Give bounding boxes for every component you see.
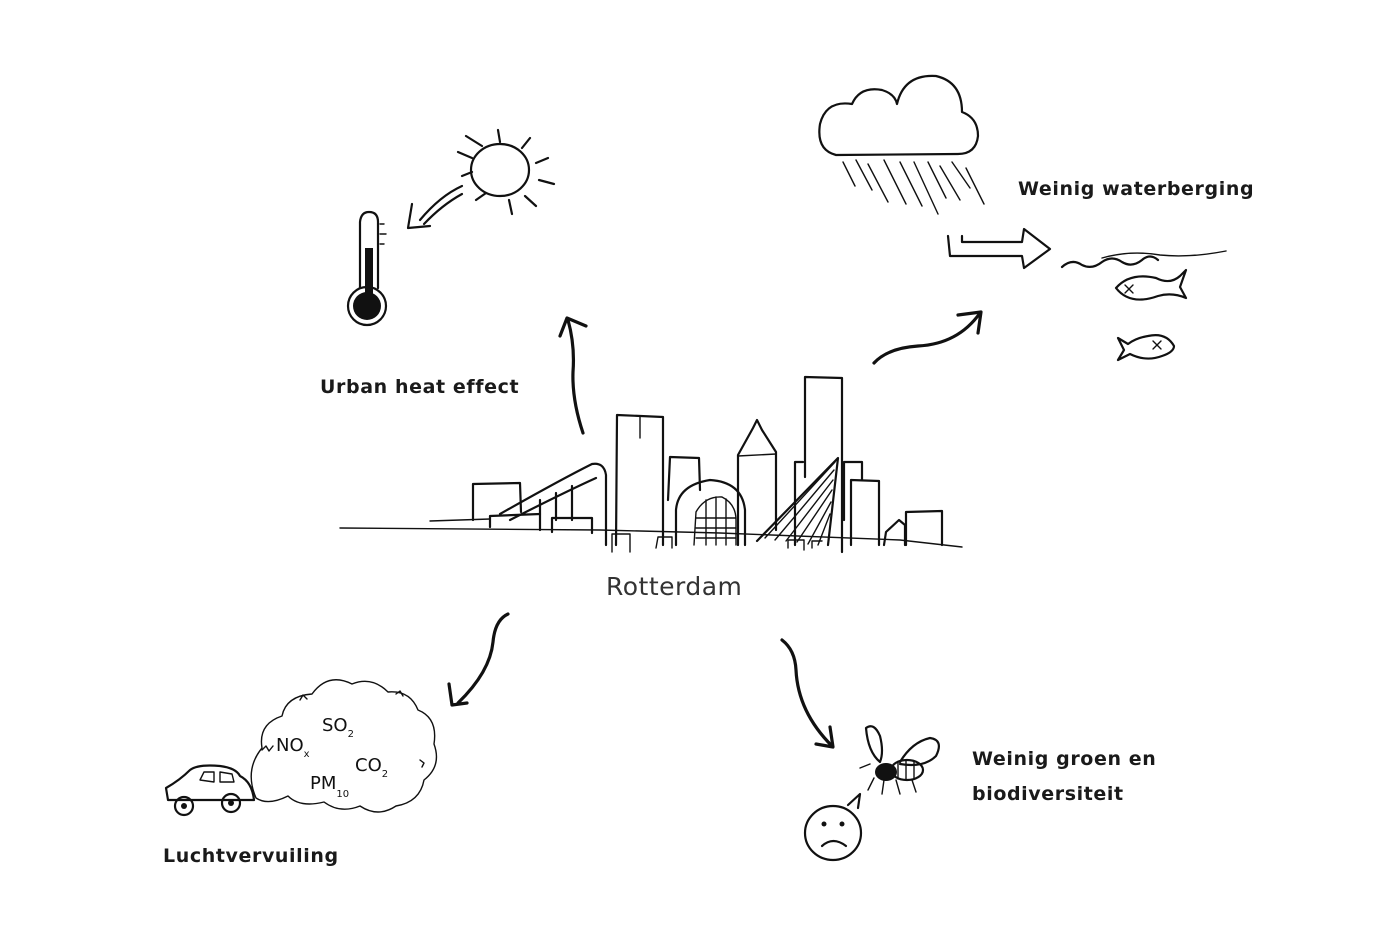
dead-fish-icon (1114, 268, 1188, 301)
curved-arrow-sun-to-thermometer (406, 184, 464, 230)
label-weinig-waterberging: Weinig waterberging (1018, 178, 1255, 200)
smog-cloud-icon: NOx SO2 CO2 PM10 (250, 679, 438, 813)
dead-fish-icon (1116, 334, 1176, 362)
label-weinig-groen-line1: Weinig groen en (972, 748, 1157, 770)
water-surface (1060, 250, 1227, 269)
runoff-arrow-icon (946, 227, 1052, 270)
pollutant-pm10: PM10 (310, 773, 349, 800)
sad-face-speech-bubble-icon (803, 792, 863, 862)
bee-icon (859, 725, 941, 795)
label-luchtvervuiling: Luchtvervuiling (163, 845, 339, 867)
arrow-to-air (447, 612, 510, 707)
label-biodiversiteit-line2: biodiversiteit (972, 783, 1124, 805)
label-rotterdam: Rotterdam (606, 572, 743, 601)
arrow-to-heat (558, 316, 588, 435)
arrow-to-green (780, 638, 835, 749)
rain-cloud-icon (818, 74, 985, 215)
label-urban-heat-effect: Urban heat effect (320, 376, 520, 398)
car-icon (164, 764, 256, 817)
pollutant-co2: CO2 (355, 755, 388, 780)
pollutant-so2: SO2 (322, 715, 354, 740)
rotterdam-skyline (339, 375, 963, 554)
sun-icon (456, 128, 556, 216)
arrow-to-water (872, 310, 983, 365)
pollutant-nox: NOx (276, 735, 310, 760)
thermometer-icon (346, 210, 388, 327)
